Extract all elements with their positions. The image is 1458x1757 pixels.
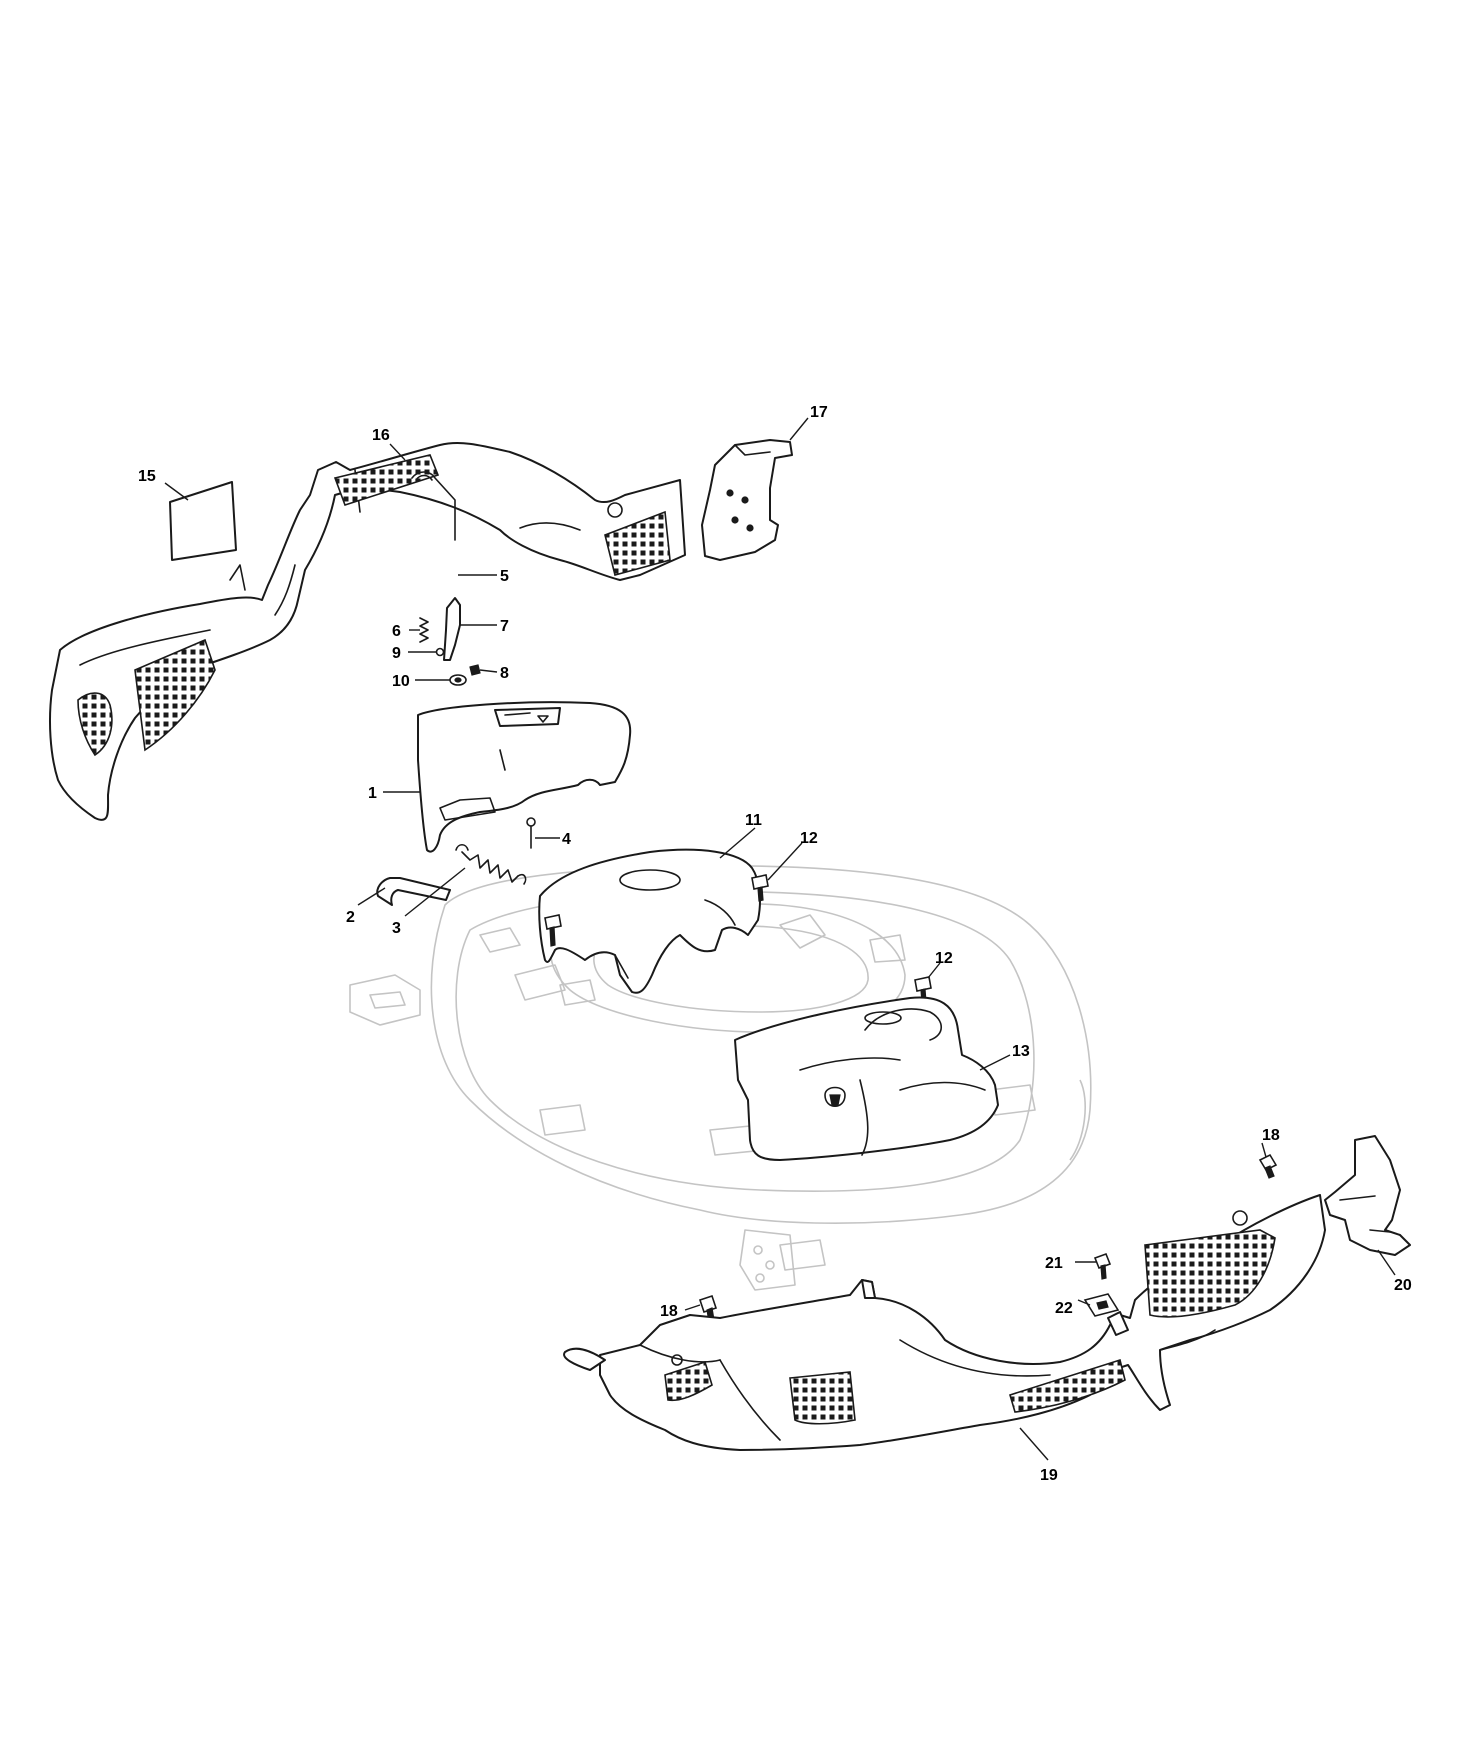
callout-2: 2 (346, 909, 355, 926)
callout-5: 5 (500, 568, 509, 585)
part-13-belt-cover[interactable] (734, 996, 999, 1161)
callout-7: 7 (500, 618, 509, 635)
callout-12-upper: 12 (800, 830, 818, 847)
part-7-latch[interactable] (443, 597, 461, 661)
leader-lines (164, 417, 1396, 1461)
leader-2 (357, 887, 386, 906)
callout-3: 3 (392, 920, 401, 937)
part-6-spring[interactable] (419, 617, 429, 643)
part-12-bolt-upper[interactable] (751, 874, 769, 902)
callout-12-lower: 12 (935, 950, 953, 967)
leader-16 (389, 443, 406, 461)
callout-16: 16 (372, 427, 390, 444)
leader-12b (927, 962, 941, 979)
part-21-screw[interactable] (1093, 1252, 1112, 1280)
callout-9: 9 (392, 645, 401, 662)
part-22-clip-nut[interactable] (1083, 1293, 1120, 1317)
part-15-label-plate[interactable] (169, 481, 237, 561)
callout-13: 13 (1012, 1043, 1030, 1060)
part-9-nut[interactable] (435, 647, 445, 657)
leader-15 (164, 482, 189, 501)
part-8-screw[interactable] (469, 664, 481, 676)
callout-4: 4 (562, 831, 571, 848)
callout-labels: 15 16 17 5 6 7 9 8 10 1 4 11 12 12 2 3 1… (138, 404, 1412, 1484)
part-4-pin[interactable] (526, 817, 536, 849)
leader-8 (479, 669, 498, 673)
callout-20: 20 (1394, 1277, 1412, 1294)
part-3-spring[interactable] (455, 843, 527, 885)
callout-22: 22 (1055, 1300, 1073, 1317)
leader-19 (1019, 1427, 1049, 1461)
part-19-right-side-skirt[interactable] (563, 1194, 1326, 1451)
part-18-bolt-lower[interactable] (698, 1294, 718, 1323)
callout-10: 10 (392, 673, 410, 690)
leader-18b (684, 1304, 701, 1311)
part-16-left-side-skirt[interactable] (49, 442, 686, 821)
callout-17: 17 (810, 404, 828, 421)
part-2-bent-rod[interactable] (376, 877, 451, 906)
leader-3 (404, 867, 466, 917)
leader-17 (789, 417, 809, 441)
part-10-washer[interactable] (449, 674, 467, 686)
callout-6: 6 (392, 623, 401, 640)
leader-11 (719, 827, 756, 859)
leader-12a (767, 842, 803, 881)
part-20-front-bracket[interactable] (1324, 1135, 1411, 1256)
part-12-bolt-left[interactable] (544, 914, 562, 947)
callout-11: 11 (745, 812, 762, 829)
leader-18a (1261, 1142, 1267, 1158)
part-5-rod[interactable] (411, 471, 456, 541)
callout-19: 19 (1040, 1467, 1058, 1484)
part-1-rear-flap[interactable] (417, 701, 632, 853)
leader-20 (1377, 1249, 1396, 1276)
part-11-housing-cover[interactable] (538, 848, 761, 994)
callout-21: 21 (1045, 1255, 1063, 1272)
callout-8: 8 (500, 665, 509, 682)
callout-18-lower: 18 (660, 1303, 678, 1320)
part-18-bolt-upper[interactable] (1258, 1153, 1278, 1179)
leader-22 (1077, 1299, 1091, 1306)
leader-13 (979, 1054, 1011, 1071)
callout-1: 1 (368, 785, 377, 802)
callout-18-upper: 18 (1262, 1127, 1280, 1144)
callout-15: 15 (138, 468, 156, 485)
part-17-rear-bracket[interactable] (701, 439, 793, 561)
